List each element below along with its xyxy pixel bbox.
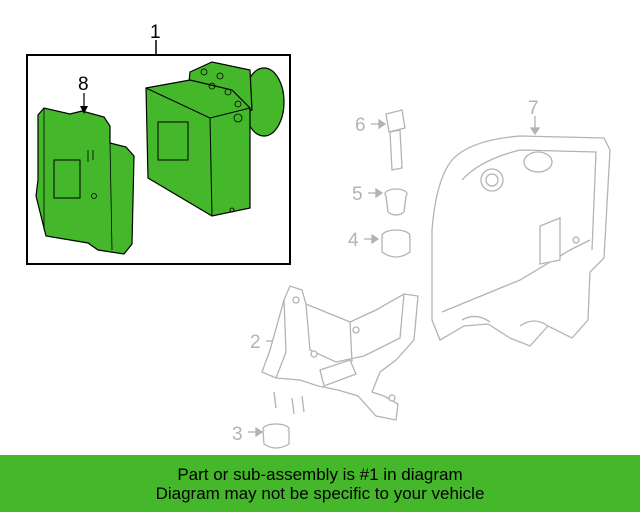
control-module-part-8[interactable] <box>35 107 135 255</box>
banner-line-2: Diagram may not be specific to your vehi… <box>155 483 485 503</box>
bushing-part-3[interactable] <box>248 423 290 449</box>
bolt-part-6[interactable] <box>371 109 406 171</box>
info-banner: Part or sub-assembly is #1 in diagram Di… <box>0 455 640 512</box>
callout-2: 2 <box>250 332 261 353</box>
callout-8: 8 <box>78 74 89 95</box>
mounting-bracket-part-2[interactable] <box>261 285 419 421</box>
cover-bracket-part-7[interactable] <box>431 116 611 347</box>
callout-1: 1 <box>150 22 161 43</box>
callout-6: 6 <box>355 115 366 136</box>
callout-5: 5 <box>352 184 363 205</box>
callout-3: 3 <box>232 424 243 445</box>
abs-hydraulic-unit-part-1[interactable] <box>145 61 285 217</box>
callout-8-arrow <box>80 93 88 114</box>
parts-diagram: 1 8 6 <box>26 22 611 449</box>
bushing-part-4[interactable] <box>364 229 411 258</box>
callout-7: 7 <box>528 98 539 119</box>
banner-line-1: Part or sub-assembly is #1 in diagram <box>177 464 463 484</box>
callout-4: 4 <box>348 230 359 251</box>
grommet-part-5[interactable] <box>368 187 408 216</box>
